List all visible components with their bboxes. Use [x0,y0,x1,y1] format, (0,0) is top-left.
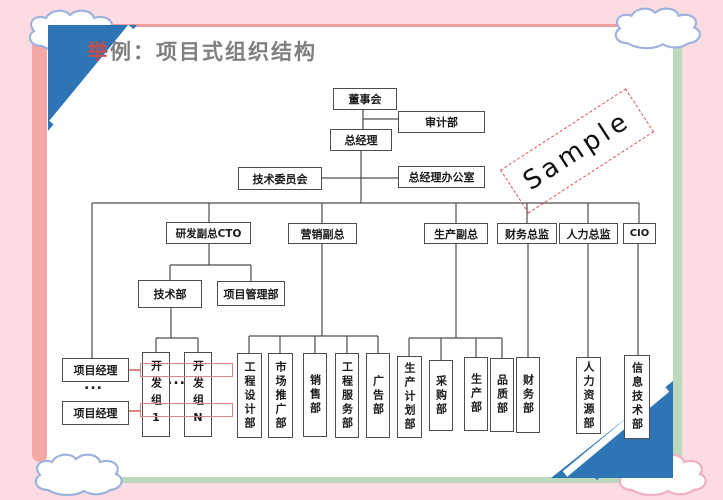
frame-top-line [55,24,667,27]
title-text: 例：项目式组织结构 [110,40,317,64]
node-project-manager-1: 项目经理 [62,358,129,382]
node-eng-design-dept: 工程设计部 [237,353,262,438]
node-general-manager: 总经理 [330,129,392,151]
matrix-link-stub-2 [129,410,141,412]
node-hr-director: 人力总监 [559,223,618,244]
node-dev-group-1: 开发组1 [142,352,170,437]
node-production-dept: 生产部 [464,357,488,431]
node-gm-office: 总经理办公室 [398,166,485,188]
ellipsis-project-managers: ... [84,377,103,393]
node-finance-dept: 财务部 [516,357,540,433]
matrix-link-band-1 [140,363,233,377]
node-project-mgmt-dept: 项目管理部 [217,281,285,306]
node-eng-service-dept: 工程服务部 [335,353,359,438]
node-quality-dept: 品质部 [490,358,514,432]
node-hr-dept: 人力资源部 [576,357,601,434]
node-sales-dept: 销售部 [303,353,327,437]
node-marketing-vp: 营销副总 [288,223,357,244]
matrix-link-stub-1 [129,369,141,371]
node-audit-dept: 审计部 [398,111,485,133]
node-cio: CIO [623,223,656,244]
slide-title: 举例：项目式组织结构 [87,36,317,66]
node-tech-committee: 技术委员会 [238,167,322,190]
frame-bottom-bar [50,476,678,483]
node-it-dept: 信息技术部 [624,355,650,439]
node-finance-director: 财务总监 [497,223,557,244]
node-production-vp: 生产副总 [424,223,488,244]
title-lead-char: 举 [87,40,110,64]
node-advertising-dept: 广告部 [366,353,390,438]
node-prod-planning-dept: 生产计划部 [397,356,422,438]
node-purchasing-dept: 采购部 [429,360,453,431]
matrix-link-band-2 [140,403,233,417]
node-project-manager-2: 项目经理 [62,401,129,425]
frame-left-bar [32,38,47,462]
node-tech-dept: 技术部 [138,280,202,308]
node-rd-vp-cto: 研发副总CTO [166,222,251,244]
node-board-of-directors: 董事会 [333,88,397,110]
node-market-promo-dept: 市场推广部 [268,353,293,438]
frame-right-bar [673,30,682,478]
node-dev-group-n: 开发组N [184,352,212,437]
